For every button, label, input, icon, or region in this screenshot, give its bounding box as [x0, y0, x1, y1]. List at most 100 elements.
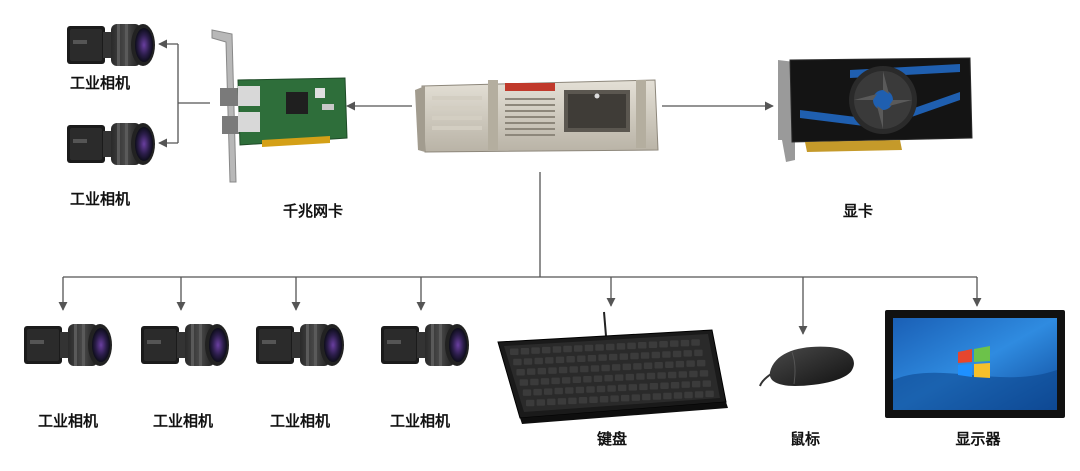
keyboard-key — [533, 388, 542, 396]
keyboard-key — [598, 354, 607, 361]
keyboard-key — [601, 364, 610, 372]
keyboard-key — [670, 340, 679, 347]
keyboard-key — [584, 344, 594, 352]
keyboard-key — [604, 374, 613, 382]
keyboard-key — [536, 399, 545, 406]
keyboard-key — [616, 343, 626, 350]
keyboard-key — [673, 392, 683, 399]
keyboard-key — [672, 350, 682, 358]
keyboard-key — [544, 388, 553, 395]
keyboard-key — [578, 397, 588, 404]
keyboard-key — [640, 352, 650, 359]
keyboard-key — [542, 346, 551, 354]
keyboard-key — [552, 346, 562, 353]
keyboard-key — [670, 382, 680, 389]
label-camera-bottom-2: 工业相机 — [152, 412, 213, 430]
monitor-icon — [885, 310, 1065, 418]
keyboard-key — [572, 376, 581, 383]
keyboard-key — [523, 358, 533, 365]
keyboard-key — [610, 395, 619, 402]
keyboard-key — [522, 389, 532, 396]
keyboard-key — [694, 391, 704, 398]
label-camera-bottom-3: 工业相机 — [269, 412, 330, 430]
keyboard-key — [554, 387, 563, 395]
keyboard-key — [609, 353, 618, 361]
label-nic: 千兆网卡 — [282, 202, 343, 220]
keyboard-key — [663, 392, 672, 400]
label-monitor: 显示器 — [955, 430, 1001, 448]
keyboard-key — [699, 370, 709, 377]
label-camera-top-2: 工业相机 — [69, 190, 130, 208]
industrial-camera-icon — [381, 324, 469, 366]
keyboard-key — [662, 351, 671, 358]
industrial-camera-icon — [141, 324, 229, 366]
keyboard-key — [566, 356, 575, 363]
keyboard-key — [692, 380, 701, 388]
keyboard-key — [683, 350, 692, 357]
keyboard-key — [678, 371, 687, 378]
keyboard-key — [555, 356, 565, 364]
connection-lines — [58, 39, 982, 335]
label-mouse: 鼠标 — [789, 430, 820, 448]
keyboard-key — [654, 362, 663, 369]
keyboard-key — [586, 386, 595, 393]
keyboard-key — [633, 363, 642, 370]
keyboard-key — [639, 383, 648, 391]
keyboard-key — [649, 383, 659, 390]
keyboard-key — [652, 393, 662, 400]
keyboard-key — [646, 372, 656, 380]
label-camera-top-1: 工业相机 — [69, 74, 130, 92]
keyboard-key — [631, 394, 640, 401]
keyboard-key — [575, 386, 585, 394]
industrial-camera-icon — [24, 324, 112, 366]
keyboard-key — [510, 348, 519, 355]
industrial-camera-icon — [67, 123, 155, 165]
keyboard-key — [651, 351, 660, 359]
keyboard-key — [537, 367, 546, 375]
keyboard-key — [596, 385, 606, 393]
keyboard-key — [691, 339, 700, 346]
keyboard-key — [636, 373, 645, 380]
keyboard-key — [589, 396, 598, 403]
keyboard-key — [675, 360, 685, 368]
keyboard-key — [668, 371, 677, 379]
keyboard-key — [618, 384, 627, 392]
keyboard-key — [530, 378, 539, 386]
keyboard-key — [593, 375, 603, 382]
keyboard-key — [548, 367, 557, 374]
keyboard-key — [551, 377, 560, 385]
keyboard-key — [680, 339, 690, 347]
keyboard-key — [684, 391, 693, 399]
windows-logo-icon — [958, 346, 990, 378]
keyboard-key — [606, 343, 615, 351]
keyboard-key — [619, 353, 628, 360]
label-camera-bottom-4: 工业相机 — [389, 412, 450, 430]
keyboard-key — [702, 380, 711, 387]
keyboard-key — [622, 363, 631, 371]
keyboard-key — [642, 393, 651, 401]
keyboard-key — [627, 342, 636, 350]
keyboard-key — [648, 341, 658, 348]
keyboard-key — [577, 355, 586, 362]
keyboard-key — [547, 398, 556, 406]
keyboard-key — [562, 377, 571, 384]
keyboard-key — [630, 352, 639, 360]
keyboard-key — [686, 360, 695, 367]
keyboard-key — [694, 349, 703, 357]
keyboard-key — [545, 357, 554, 364]
keyboard-key — [527, 368, 536, 375]
keyboard-key — [565, 387, 574, 394]
keyboard-key — [607, 385, 616, 392]
network-card-icon — [211, 29, 348, 183]
keyboard-key — [599, 396, 609, 403]
keyboard-key — [660, 382, 669, 389]
keyboard-key — [526, 399, 535, 407]
keyboard-key — [705, 390, 714, 398]
keyboard-key — [513, 358, 522, 366]
keyboard-key — [612, 364, 621, 371]
keyboard-key — [540, 378, 550, 385]
industrial-camera-icon — [256, 324, 344, 366]
keyboard-key — [621, 394, 630, 402]
keyboard-key — [681, 381, 690, 388]
keyboard-key — [659, 341, 668, 348]
